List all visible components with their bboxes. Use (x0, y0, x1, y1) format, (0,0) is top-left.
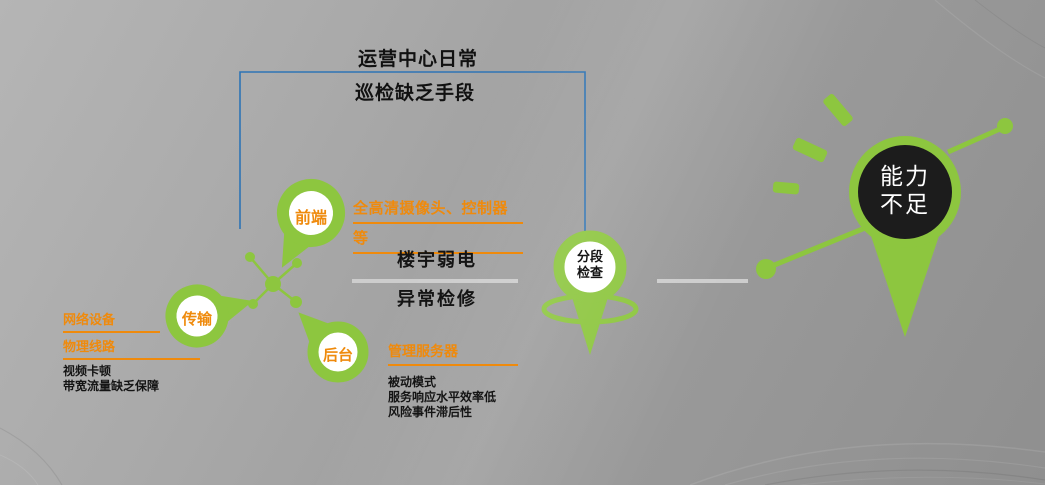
backend-issue2: 服务响应水平效率低 (388, 390, 497, 404)
sparkle-icon (772, 94, 853, 195)
frontend-pin-icon (277, 179, 345, 268)
backend-pin-icon (298, 312, 369, 383)
backend-issue1: 被动模式 (388, 375, 437, 389)
result-pin-icon (756, 94, 1013, 337)
center-flow-line1: 楼宇弱电 (397, 250, 477, 271)
top-note-bracket (239, 71, 586, 232)
top-note-line1: 运营中心日常 (357, 48, 478, 70)
frontend-desc: 全高清摄像头、控制器 等 (353, 197, 523, 257)
frontend-desc-line2: 等 (353, 227, 523, 254)
transmission-pin-label: 传输 (181, 310, 212, 328)
segment-line2: 检查 (576, 266, 603, 281)
backend-issue3: 风险事件滞后性 (388, 405, 473, 419)
segment-line1: 分段 (576, 250, 603, 265)
frontend-pin-label: 前端 (294, 208, 327, 227)
arm-line-right (946, 126, 1002, 155)
center-flow-line2: 异常检修 (397, 289, 477, 310)
arm-line-left (771, 225, 866, 269)
transmission-issue1: 视频卡顿 (63, 364, 112, 378)
result-line2: 不足 (880, 192, 930, 218)
arm-dot-right (997, 118, 1013, 134)
result-pin-text: 能力 不足 (850, 163, 960, 219)
result-circle (858, 145, 952, 239)
backend-notes: 管理服务器 被动模式 服务响应水平效率低 风险事件滞后性 (388, 341, 518, 420)
result-line1: 能力 (880, 164, 930, 190)
segment-pin-icon (541, 230, 639, 355)
transmission-tag2: 物理线路 (63, 336, 200, 360)
transmission-notes: 网络设备 物理线路 视频卡顿 带宽流量缺乏保障 (63, 309, 200, 394)
transmission-issue2: 带宽流量缺乏保障 (63, 379, 160, 393)
backend-pin-label: 后台 (322, 346, 353, 364)
segment-orbit-ellipse (541, 293, 639, 325)
transmission-tag1: 网络设备 (63, 309, 160, 333)
arm-dot-left (756, 259, 776, 279)
top-note-line2: 巡检缺乏手段 (354, 82, 475, 104)
frontend-desc-line1: 全高清摄像头、控制器 (353, 197, 523, 224)
cluster-nodes (245, 252, 302, 309)
transmission-pin-icon (165, 284, 254, 348)
segment-pin-text: 分段 检查 (550, 250, 630, 282)
backend-tag1: 管理服务器 (388, 341, 518, 366)
